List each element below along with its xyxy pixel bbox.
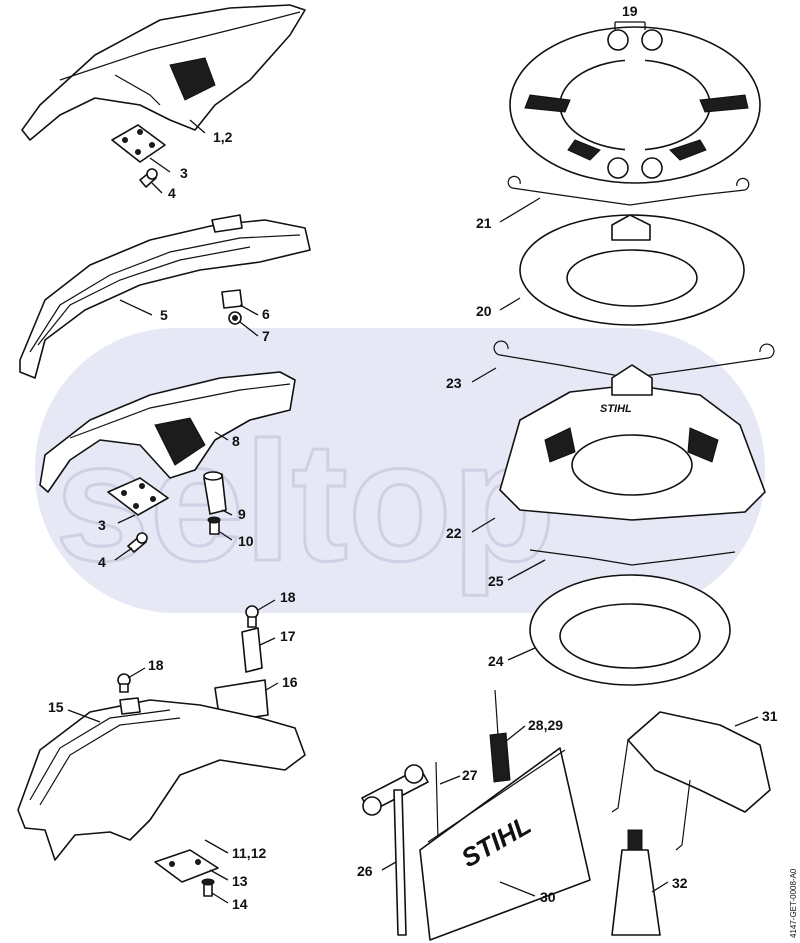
spring-25 bbox=[529, 549, 736, 566]
callout-17: 17 bbox=[280, 628, 296, 644]
callout-labels: 1,2 3 4 5 6 7 8 3 4 9 10 18 17 18 16 15 … bbox=[48, 3, 778, 912]
callout-16: 16 bbox=[282, 674, 298, 690]
callout-25: 25 bbox=[488, 573, 504, 589]
callout-4-mid: 4 bbox=[98, 554, 106, 570]
wrench-26 bbox=[361, 764, 429, 936]
callout-14: 14 bbox=[232, 896, 248, 912]
callout-26: 26 bbox=[357, 863, 373, 879]
plate-3-mid bbox=[107, 477, 169, 516]
callout-21: 21 bbox=[476, 215, 492, 231]
callout-1-2: 1,2 bbox=[213, 129, 233, 145]
callout-3-mid: 3 bbox=[98, 517, 106, 533]
housing-22: STIHL bbox=[499, 364, 766, 521]
screw-4-mid bbox=[127, 532, 148, 553]
callout-31: 31 bbox=[762, 708, 778, 724]
callout-4-top: 4 bbox=[168, 185, 176, 201]
callout-28-29: 28,29 bbox=[528, 717, 563, 733]
callout-27: 27 bbox=[462, 767, 478, 783]
drawing-code: 4147-GET-0008-A0 bbox=[789, 868, 798, 938]
plate-3-top bbox=[111, 124, 166, 163]
grease-tube-32 bbox=[611, 829, 661, 936]
callout-6: 6 bbox=[262, 306, 270, 322]
callout-3-top: 3 bbox=[180, 165, 188, 181]
bracket-17 bbox=[241, 627, 263, 673]
deflector-8 bbox=[39, 371, 296, 493]
callout-18-lower: 18 bbox=[148, 657, 164, 673]
rod-27 bbox=[435, 761, 439, 841]
callout-24: 24 bbox=[488, 653, 504, 669]
screw-18-lower bbox=[117, 673, 131, 693]
pouch-30: STIHL bbox=[419, 747, 591, 941]
screw-7 bbox=[228, 311, 242, 325]
callout-7: 7 bbox=[262, 328, 270, 344]
screw-10 bbox=[207, 516, 221, 535]
callout-10: 10 bbox=[238, 533, 254, 549]
callout-5: 5 bbox=[160, 307, 168, 323]
housing-brand-text: STIHL bbox=[600, 403, 632, 415]
guard-5 bbox=[19, 214, 311, 379]
callout-22: 22 bbox=[446, 525, 462, 541]
screw-18-upper bbox=[245, 605, 259, 628]
callout-32: 32 bbox=[672, 875, 688, 891]
callout-11-12: 11,12 bbox=[232, 845, 266, 861]
leader-lines bbox=[67, 21, 759, 904]
screwdriver-28-29 bbox=[489, 689, 511, 783]
screw-4-top bbox=[139, 168, 158, 188]
guard-15 bbox=[17, 697, 306, 861]
spool-20 bbox=[519, 214, 745, 326]
plate-13 bbox=[154, 849, 219, 883]
callout-20: 20 bbox=[476, 303, 492, 319]
bracket-9 bbox=[203, 471, 227, 515]
callout-15: 15 bbox=[48, 699, 64, 715]
callout-8: 8 bbox=[232, 433, 240, 449]
clip-6 bbox=[221, 289, 243, 309]
callout-13: 13 bbox=[232, 873, 248, 889]
spring-21 bbox=[507, 175, 750, 206]
deflector-1-2 bbox=[21, 4, 306, 141]
callout-9: 9 bbox=[238, 506, 246, 522]
head-19 bbox=[509, 26, 761, 184]
callout-18-upper: 18 bbox=[280, 589, 296, 605]
callout-30: 30 bbox=[540, 889, 556, 905]
callout-23: 23 bbox=[446, 375, 462, 391]
callout-19: 19 bbox=[622, 3, 638, 19]
screw-14 bbox=[201, 878, 215, 897]
spool-24 bbox=[529, 574, 731, 686]
glasses-31 bbox=[611, 711, 771, 851]
